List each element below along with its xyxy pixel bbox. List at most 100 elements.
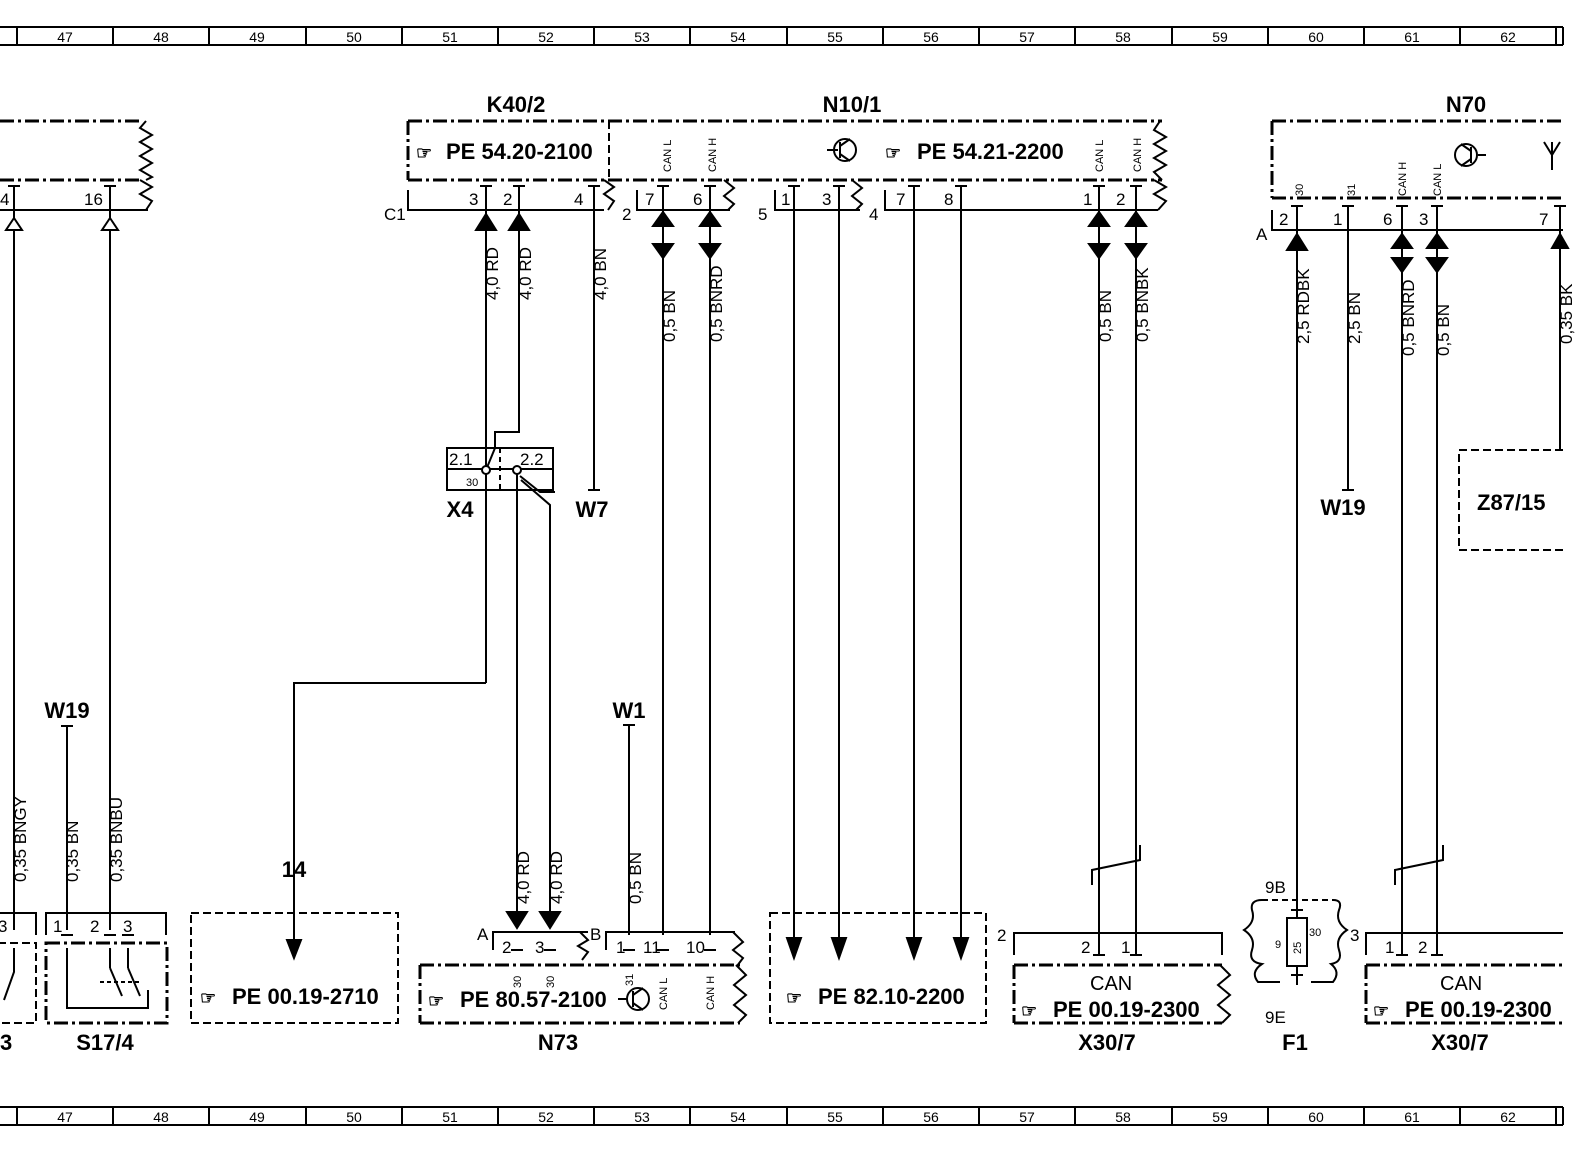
pin-ticks bbox=[8, 185, 1566, 727]
top-pin-numbers: 4 16 C1 3 2 4 2 7 6 5 1 3 4 7 8 1 2 A 2 … bbox=[0, 190, 1548, 244]
w7-label: W7 bbox=[576, 497, 609, 522]
bottom-ruler bbox=[0, 1106, 1564, 1126]
left-pin-16: 16 bbox=[84, 190, 103, 209]
n73-30b: 30 bbox=[545, 976, 557, 988]
n10-can-h-right: CAN H bbox=[1132, 138, 1144, 172]
x4-pin-2-2: 2.2 bbox=[520, 450, 544, 469]
n70-pin-3: 3 bbox=[1419, 210, 1428, 229]
n73-box bbox=[418, 931, 748, 1025]
hand-pointer-icon: ☞ bbox=[885, 143, 901, 163]
f1-pin-9: 9 bbox=[1275, 939, 1281, 951]
n73-pin-10: 10 bbox=[686, 938, 705, 957]
top-ruler-labels: 47 48 49 50 51 52 53 54 55 56 57 58 59 6… bbox=[57, 29, 1516, 45]
ruler-bottom-58: 58 bbox=[1115, 1109, 1131, 1125]
x30-7-b-pin-2: 2 bbox=[1418, 938, 1427, 957]
ruler-bottom-59: 59 bbox=[1212, 1109, 1228, 1125]
ruler-bottom-48: 48 bbox=[153, 1109, 169, 1125]
wire-k40-2: 4,0 RD bbox=[516, 247, 535, 300]
n10-can-h-left: CAN H bbox=[707, 138, 719, 172]
s17-4-label: S17/4 bbox=[76, 1030, 134, 1055]
left-pin-4: 4 bbox=[0, 190, 9, 209]
ruler-bottom-52: 52 bbox=[538, 1109, 554, 1125]
w1-label: W1 bbox=[613, 698, 646, 723]
f1-pin-30: 30 bbox=[1309, 927, 1321, 939]
w19-bottom-label: W19 bbox=[44, 698, 89, 723]
x4-label: X4 bbox=[447, 497, 475, 522]
f1-label: F1 bbox=[1282, 1030, 1308, 1055]
n10-conn-4: 4 bbox=[869, 205, 878, 224]
ruler-bottom-47: 47 bbox=[57, 1109, 73, 1125]
ruler-top-59: 59 bbox=[1212, 29, 1228, 45]
left-partial-pin-3: 3 bbox=[0, 917, 7, 936]
n10-1-label: N10/1 bbox=[823, 92, 882, 117]
x30-7-b-label: X30/7 bbox=[1431, 1030, 1489, 1055]
wire-n70-7: 0,35 BK bbox=[1557, 283, 1576, 344]
n10-pin-2b: 2 bbox=[1116, 190, 1125, 209]
n70-label: N70 bbox=[1446, 92, 1486, 117]
ruler-bottom-55: 55 bbox=[827, 1109, 843, 1125]
f1-9b: 9B bbox=[1265, 878, 1286, 897]
f1-rating: 25 bbox=[1292, 942, 1304, 954]
n73-pins: A B 2 3 1 11 10 30 30 31 CAN L CAN H ☞ P… bbox=[428, 925, 717, 1012]
ruler-top-54: 54 bbox=[730, 29, 746, 45]
hand-pointer-icon: ☞ bbox=[1373, 1001, 1389, 1021]
n10-conn-5: 5 bbox=[758, 205, 767, 224]
f1-text: 9B 9 30 25 9E bbox=[1265, 878, 1321, 1027]
n10-pin-3: 3 bbox=[822, 190, 831, 209]
transistor-icon bbox=[827, 138, 857, 162]
n10-can-l-right: CAN L bbox=[1094, 140, 1106, 172]
x30-7-a-box bbox=[1012, 932, 1232, 1025]
x30-7-b-ref: PE 00.19-2300 bbox=[1405, 997, 1552, 1022]
n70-internals: 30 31 CAN H CAN L bbox=[1294, 141, 1561, 196]
k40-ref-text: PE 54.20-2100 bbox=[446, 139, 593, 164]
n10-pin-6: 6 bbox=[693, 190, 702, 209]
ruler-bottom-56: 56 bbox=[923, 1109, 939, 1125]
antenna-icon bbox=[1543, 141, 1561, 170]
ruler-top-52: 52 bbox=[538, 29, 554, 45]
ref-14-box: ☞ PE 00.19-2710 bbox=[190, 912, 399, 1024]
k40-2-label: K40/2 bbox=[487, 92, 546, 117]
ruler-top-62: 62 bbox=[1500, 29, 1516, 45]
s17-pin-3: 3 bbox=[123, 917, 132, 936]
wire-n10-6: 0,5 BNRD bbox=[707, 265, 726, 342]
n73-30a: 30 bbox=[512, 976, 524, 988]
k40-ref: ☞ PE 54.20-2100 bbox=[416, 139, 593, 164]
x30-7-b-text: 3 1 2 CAN ☞ PE 00.19-2300 bbox=[1350, 926, 1552, 1022]
n70-pin30-label: 30 bbox=[1294, 184, 1306, 196]
x30-7-a-label: X30/7 bbox=[1078, 1030, 1136, 1055]
wire-bngy: 0,35 BNGY bbox=[11, 796, 30, 882]
n10-ref-text: PE 54.21-2200 bbox=[917, 139, 1064, 164]
k40-pin-3: 3 bbox=[469, 190, 478, 209]
ruler-top-50: 50 bbox=[346, 29, 362, 45]
n70-can-h: CAN H bbox=[1397, 162, 1409, 196]
bottom-ruler-labels: 47 48 49 50 51 52 53 54 55 56 57 58 59 6… bbox=[57, 1109, 1516, 1125]
x4-splice: 2.1 2.2 30 bbox=[446, 447, 555, 493]
ruler-bottom-50: 50 bbox=[346, 1109, 362, 1125]
s17-pin-2: 2 bbox=[90, 917, 99, 936]
n70-conn-a: A bbox=[1256, 225, 1268, 244]
z87-15-box: Z87/15 bbox=[1458, 449, 1563, 551]
hand-pointer-icon: ☞ bbox=[1021, 1001, 1037, 1021]
ruler-top-56: 56 bbox=[923, 29, 939, 45]
k40-pin-4: 4 bbox=[574, 190, 583, 209]
f1-fuse bbox=[1242, 899, 1349, 985]
wire-n73-1: 0,5 BN bbox=[626, 852, 645, 904]
wire-n10-7: 0,5 BN bbox=[660, 290, 679, 342]
hand-pointer-icon: ☞ bbox=[786, 988, 802, 1008]
n10-connectors bbox=[636, 179, 1158, 211]
hand-pointer-icon: ☞ bbox=[200, 988, 216, 1008]
connector-arrows bbox=[4, 210, 1570, 962]
n73-pin-2: 2 bbox=[502, 938, 511, 957]
ruler-bottom-54: 54 bbox=[730, 1109, 746, 1125]
ruler-top-47: 47 bbox=[57, 29, 73, 45]
ruler-top-55: 55 bbox=[827, 29, 843, 45]
n73-pin-11: 11 bbox=[643, 938, 661, 957]
ruler-top-57: 57 bbox=[1019, 29, 1035, 45]
left-module-box bbox=[0, 119, 155, 211]
n10-pin-1b: 1 bbox=[1083, 190, 1092, 209]
x30-7-b-conn: 3 bbox=[1350, 926, 1359, 945]
ref-14-label: 14 bbox=[282, 857, 307, 882]
n10-pin-7b: 7 bbox=[896, 190, 905, 209]
ruler-bottom-61: 61 bbox=[1404, 1109, 1420, 1125]
ruler-bottom-53: 53 bbox=[634, 1109, 650, 1125]
